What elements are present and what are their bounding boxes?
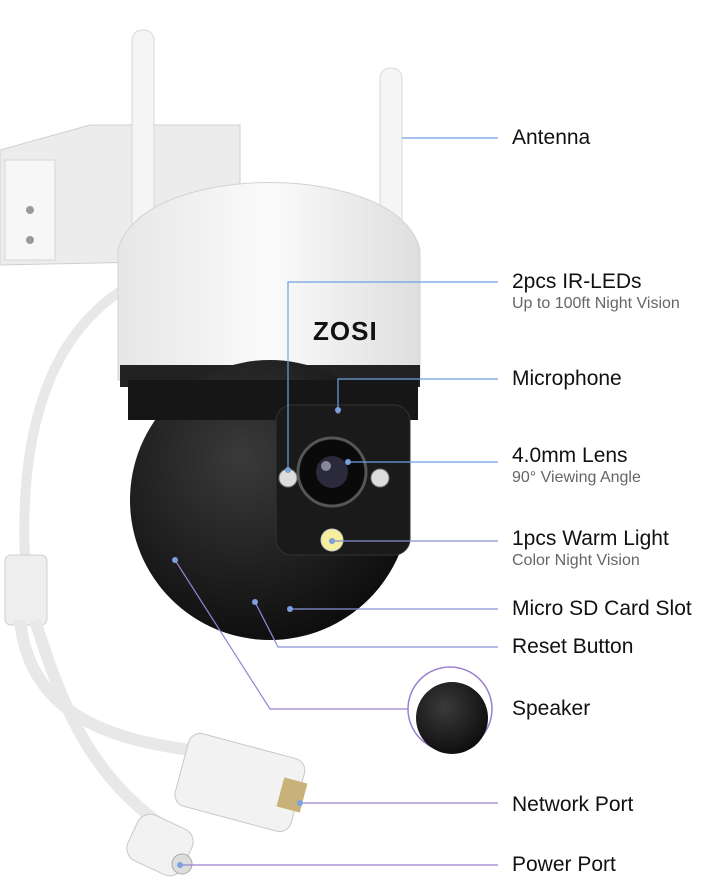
callout-antenna: Antenna	[512, 126, 590, 150]
speaker-inset	[407, 666, 493, 754]
power-port-connector	[126, 813, 194, 877]
callout-speaker: Speaker	[512, 697, 590, 721]
callout-network-port: Network Port	[512, 793, 633, 817]
callout-title: Microphone	[512, 367, 622, 390]
callout-title: 2pcs IR-LEDs	[512, 270, 642, 293]
callout-subtitle: 90° Viewing Angle	[512, 469, 641, 486]
cable-junction	[4, 554, 48, 626]
callout-title: 1pcs Warm Light	[512, 527, 669, 550]
leader-reset	[254, 601, 498, 648]
callout-lens: 4.0mm Lens 90° Viewing Angle	[512, 444, 641, 488]
callout-title: Antenna	[512, 126, 591, 149]
callout-subtitle: Up to 100ft Night Vision	[512, 295, 680, 312]
callout-power-port: Power Port	[512, 853, 616, 877]
leader-ir-leds	[287, 281, 498, 470]
callout-title: Micro SD Card Slot	[512, 597, 692, 620]
callout-title: Reset Button	[512, 635, 634, 658]
callout-subtitle: Color Night Vision	[512, 552, 640, 569]
callout-title: Power Port	[512, 853, 616, 876]
leader-speaker	[174, 559, 408, 710]
callout-title: Network Port	[512, 793, 634, 816]
network-port-connector	[174, 732, 308, 833]
callout-ir-leds: 2pcs IR-LEDs Up to 100ft Night Vision	[512, 270, 680, 314]
brand-logo: ZOSI	[313, 316, 378, 346]
leader-microphone	[337, 378, 498, 410]
callout-reset: Reset Button	[512, 635, 633, 659]
leader-lines	[174, 137, 498, 866]
callout-title: 4.0mm Lens	[512, 444, 628, 467]
callout-microphone: Microphone	[512, 367, 622, 391]
callout-sd-slot: Micro SD Card Slot	[512, 597, 692, 621]
callout-title: Speaker	[512, 697, 591, 720]
camera-dome	[117, 182, 421, 381]
ir-led-right	[370, 468, 390, 488]
cable	[19, 275, 143, 620]
